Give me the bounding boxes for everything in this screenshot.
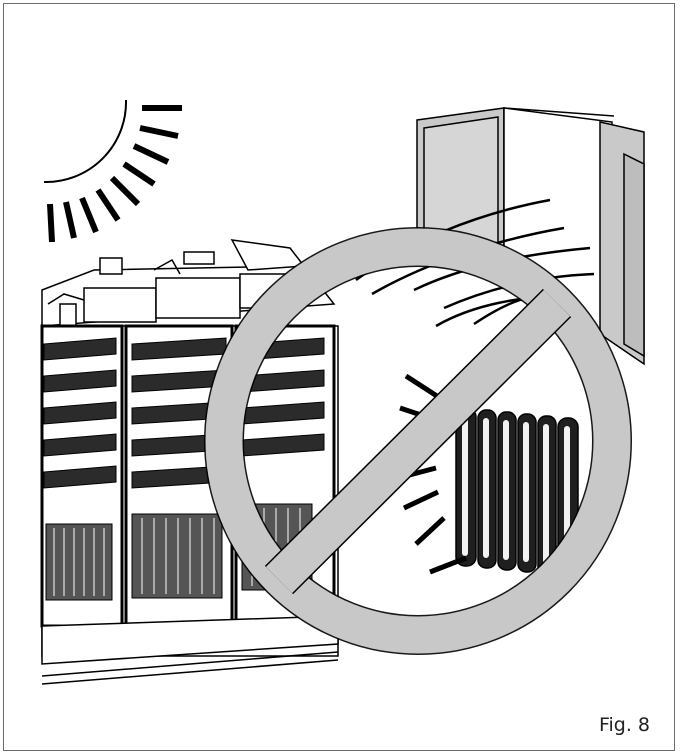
figure-frame: Fig. 8 <box>3 3 675 751</box>
sun-icon <box>44 100 182 242</box>
figure-caption: Fig. 8 <box>599 714 650 736</box>
installation-warning-illustration <box>4 4 676 752</box>
